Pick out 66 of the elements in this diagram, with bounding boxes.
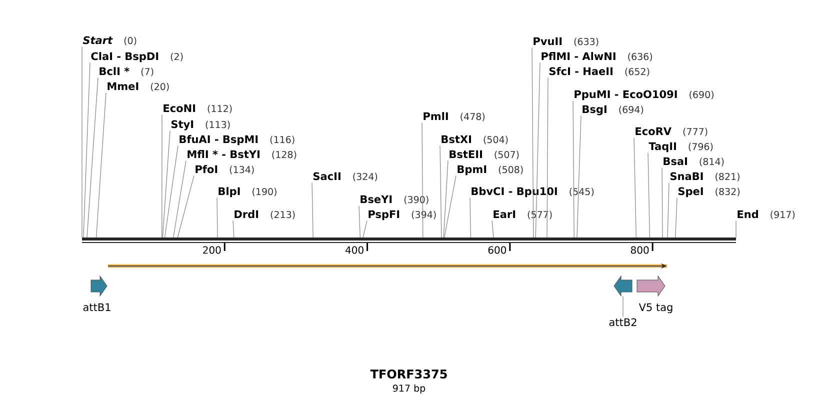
scale-label: 600 [488,246,506,254]
enzyme-label: BstXI (504) [442,135,508,144]
leader-line [312,182,314,238]
leader-line [362,220,368,238]
feature-marker [614,276,632,296]
leader-line [162,130,170,238]
leader-line [470,197,471,238]
enzyme-label: Start (0) [82,36,136,46]
leader-line [443,160,448,238]
enzyme-label: BfuAI - BspMI (116) [180,135,294,146]
leader-line [535,62,540,238]
enzyme-label: SnaBI (821) [670,172,740,182]
enzyme-label: SfcI - HaeII (652) [549,67,650,76]
leader-line [96,92,106,238]
enzyme-label: BseYI (390) [360,195,428,204]
enzyme-label: SacII (324) [313,172,378,182]
leader-line [662,167,663,238]
leader-line [634,137,636,238]
enzyme-label: EcoRV (777) [636,127,708,136]
leader-line [572,100,574,238]
scale-label: 800 [630,246,649,254]
enzyme-label: PvuII (633) [534,37,598,46]
enzyme-label: PmlI (478) [424,112,485,122]
enzyme-label: BsgI (694) [582,105,644,116]
enzyme-label: End (917) [738,210,795,220]
enzyme-label: BclI * (7) [100,67,154,76]
leader-line [546,77,548,238]
enzyme-label: MmeI (20) [108,82,169,92]
leader-line [422,122,424,238]
enzyme-label: PpuMI - EcoO109I (690) [574,90,714,100]
enzyme-label: MflI * - BstYI (128) [188,150,296,160]
scale-label: 400 [345,246,364,254]
leader-line [177,175,194,238]
enzyme-label: EcoNI (112) [164,104,232,114]
leader-line [648,152,650,238]
map-title: TFORF3375 [370,369,447,379]
enzyme-label: PfoI (134) [196,165,254,174]
enzyme-label: DrdI (213) [234,210,295,220]
leader-line [622,296,624,318]
enzyme-label: StyI (113) [171,120,230,130]
enzyme-label: SpeI (832) [678,187,740,198]
leader-line [532,47,534,238]
leader-line [86,77,98,238]
feature-label: attB2 [609,318,636,326]
leader-line [675,197,678,238]
leader-line [216,197,218,238]
leader-line [576,115,582,238]
map-caption: 917 bp [393,384,426,394]
enzyme-label: BlpI (190) [218,187,276,198]
leader-line [232,220,234,238]
leader-line [83,62,90,238]
enzyme-label: BpmI (508) [458,165,523,176]
enzyme-label: ClaI - BspDI (2) [91,52,183,62]
leader-line [358,205,360,238]
sequence-bar [82,238,736,243]
enzyme-label: BsaI (814) [664,157,724,166]
leader-line [444,175,456,238]
enzyme-label: BstEII (507) [450,150,519,160]
leader-line [164,145,178,238]
leader-line [440,145,442,238]
scale-label: 200 [203,246,221,254]
leader-line [173,160,186,238]
leader-line [667,182,670,238]
enzyme-label: TaqII (796) [648,142,713,152]
leader-line [492,220,494,238]
enzyme-label: PflMI - AlwNI (636) [542,52,652,62]
